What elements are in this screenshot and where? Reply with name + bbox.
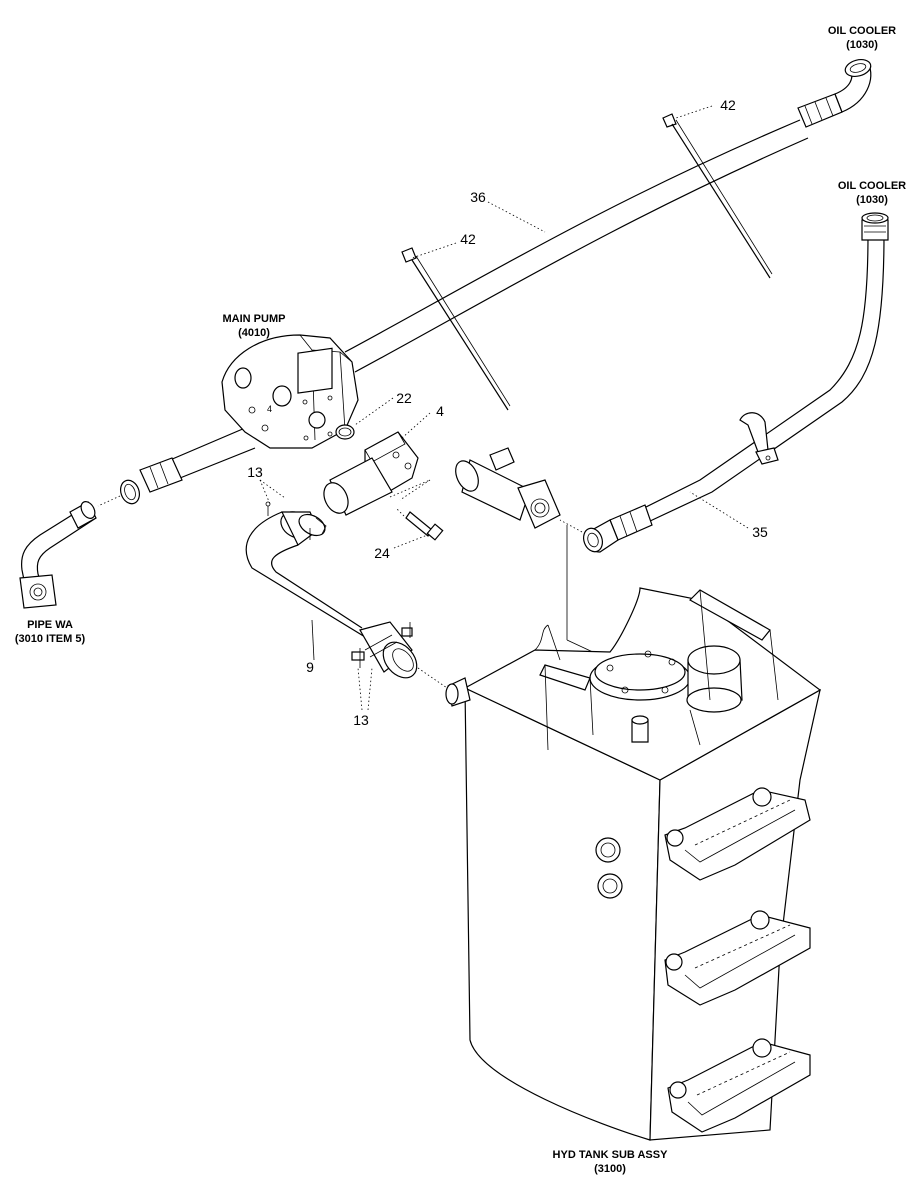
hyd-tank-name: HYD TANK SUB ASSY [553,1149,669,1161]
callout-36: 36 [470,189,486,205]
oil-cooler-top-code: (1030) [846,39,878,51]
clamp-screws-top [265,501,311,540]
reference-labels: OIL COOLER (1030) OIL COOLER (1030) MAIN… [15,25,906,1175]
oil-cooler-right-name: OIL COOLER [838,180,906,192]
oil-cooler-top-name: OIL COOLER [828,25,896,37]
leader-lines [259,105,749,711]
callout-35: 35 [752,524,768,540]
tank-step-3 [667,1038,811,1133]
tank-step-2 [664,910,811,1006]
pipe-wa [19,501,97,609]
callout-13-bottom: 13 [353,712,369,728]
o-ring-22 [335,424,355,440]
callout-42-mid: 42 [460,231,476,247]
pipe-wa-name: PIPE WA [27,619,73,631]
pump-marking: 4 [267,404,272,414]
cable-tie-42-left [401,247,511,411]
callout-4: 4 [436,403,444,419]
hose-9 [245,511,451,691]
callout-numbers: 42 36 42 22 4 13 24 35 9 13 [247,97,768,728]
callout-42-top: 42 [720,97,736,113]
pipe-wa-code: (3010 ITEM 5) [15,633,86,645]
oil-cooler-right-code: (1030) [856,194,888,206]
main-pump-name: MAIN PUMP [223,313,286,325]
main-pump-code: (4010) [238,327,270,339]
callout-22: 22 [396,390,412,406]
hose-36 [344,58,872,373]
hyd-tank-code: (3100) [594,1163,626,1175]
callout-9: 9 [306,659,314,675]
flange-elbow-4 [323,431,431,516]
main-pump: 4 [221,334,359,449]
suction-strainer [455,447,611,661]
hyd-tank [445,587,822,1141]
callout-13-top: 13 [247,464,263,480]
callout-24: 24 [374,545,390,561]
tank-step-1 [664,787,811,881]
pump-suction-hose [97,427,256,507]
hose-35 [559,212,889,553]
cable-tie-42-right [662,113,773,279]
bolt-24 [395,507,444,541]
